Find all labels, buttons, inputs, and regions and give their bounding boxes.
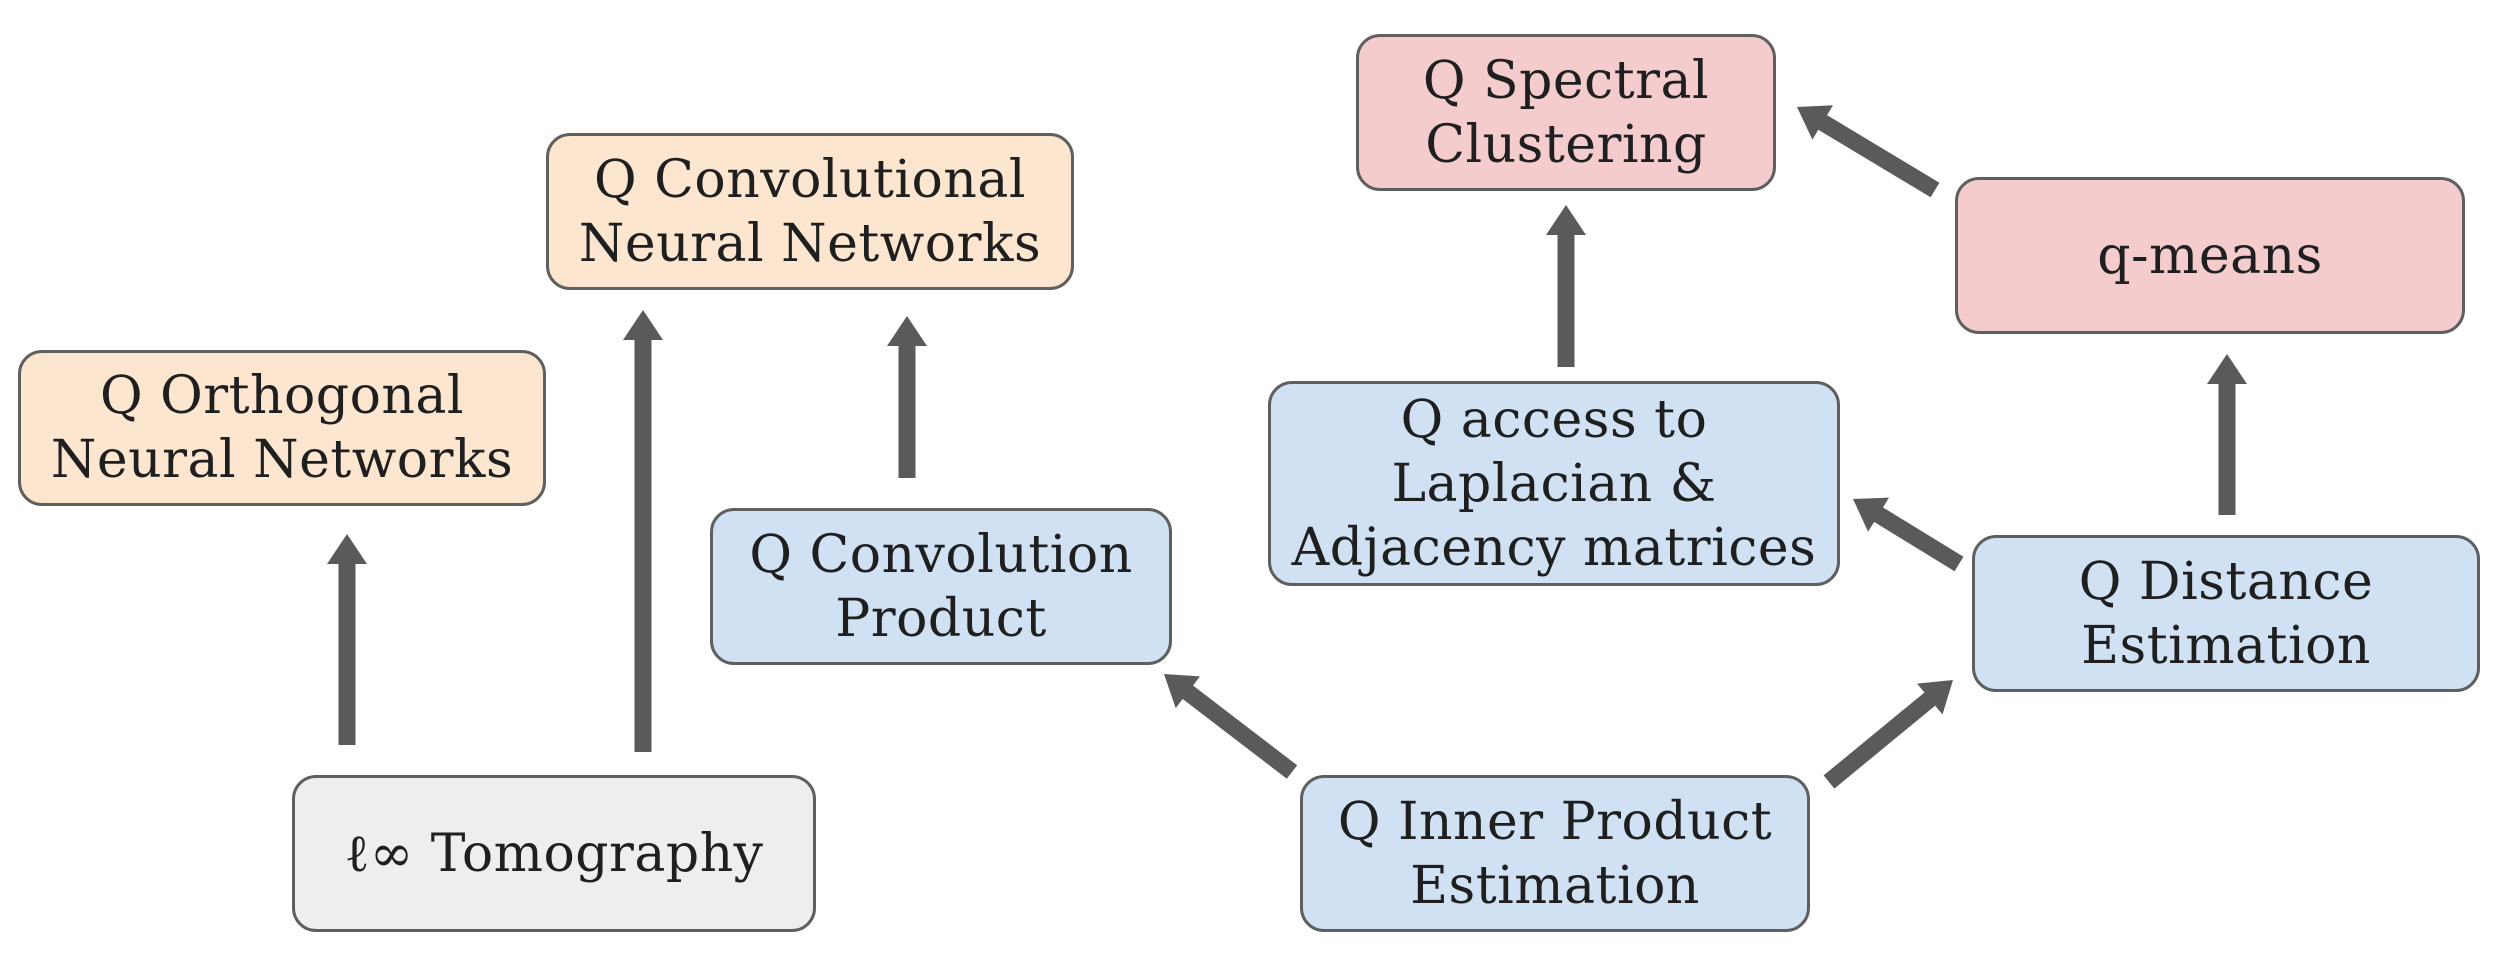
node-label: Q access to Laplacian & Adjacency matric… (1291, 389, 1817, 578)
arrow-q-inner-product-estimation-to-q-distance-estimation (1823, 680, 1953, 789)
arrow-q-access-laplacian-to-q-spectral-clustering (1546, 205, 1586, 367)
node-label: Q Spectral Clustering (1422, 50, 1710, 175)
node-label: Q Distance Estimation (2078, 551, 2374, 676)
arrow-shaft (1872, 506, 1964, 572)
arrow-head (1797, 105, 1833, 140)
node-label: Q Convolution Product (749, 524, 1133, 649)
arrow-head (1917, 680, 1953, 715)
arrow-head (623, 310, 663, 340)
node-label: q-means (2097, 225, 2323, 286)
node-label: Q Convolutional Neural Networks (578, 149, 1042, 274)
arrow-shaft (1181, 684, 1298, 779)
arrow-head (327, 534, 367, 564)
arrow-linf-tomography-to-q-convolutional-nn (623, 310, 663, 752)
arrow-q-distance-estimation-to-q-access-laplacian (1853, 497, 1964, 572)
node-q-convolutional-neural-networks: Q Convolutional Neural Networks (546, 133, 1074, 290)
arrow-shaft (1816, 114, 1940, 198)
arrow-q-distance-estimation-to-q-means (2207, 354, 2247, 515)
arrow-q-convolution-product-to-q-convolutional-nn (887, 316, 927, 478)
arrow-head (1853, 497, 1889, 532)
arrow-linf-tomography-to-q-orthogonal-nn (327, 534, 367, 745)
node-label: ℓ∞ Tomography (344, 823, 764, 884)
node-label: Q Orthogonal Neural Networks (50, 366, 514, 490)
node-q-distance-estimation: Q Distance Estimation (1972, 535, 2480, 692)
arrow-head (1164, 674, 1200, 709)
arrow-head (1546, 205, 1586, 235)
node-q-inner-product-estimation: Q Inner Product Estimation (1300, 775, 1810, 932)
arrow-head (887, 316, 927, 346)
node-linf-tomography: ℓ∞ Tomography (292, 775, 816, 932)
arrow-head (2207, 354, 2247, 384)
node-q-orthogonal-neural-networks: Q Orthogonal Neural Networks (18, 350, 546, 506)
node-label: Q Inner Product Estimation (1337, 791, 1773, 916)
node-q-spectral-clustering: Q Spectral Clustering (1356, 34, 1776, 191)
node-q-access-laplacian-adjacency: Q access to Laplacian & Adjacency matric… (1268, 381, 1840, 586)
arrow-q-means-to-q-spectral-clustering (1797, 105, 1940, 198)
node-q-means: q-means (1955, 177, 2465, 334)
node-q-convolution-product: Q Convolution Product (710, 508, 1172, 665)
arrow-shaft (1823, 691, 1937, 789)
arrow-q-inner-product-estimation-to-q-convolution-product (1164, 674, 1298, 779)
